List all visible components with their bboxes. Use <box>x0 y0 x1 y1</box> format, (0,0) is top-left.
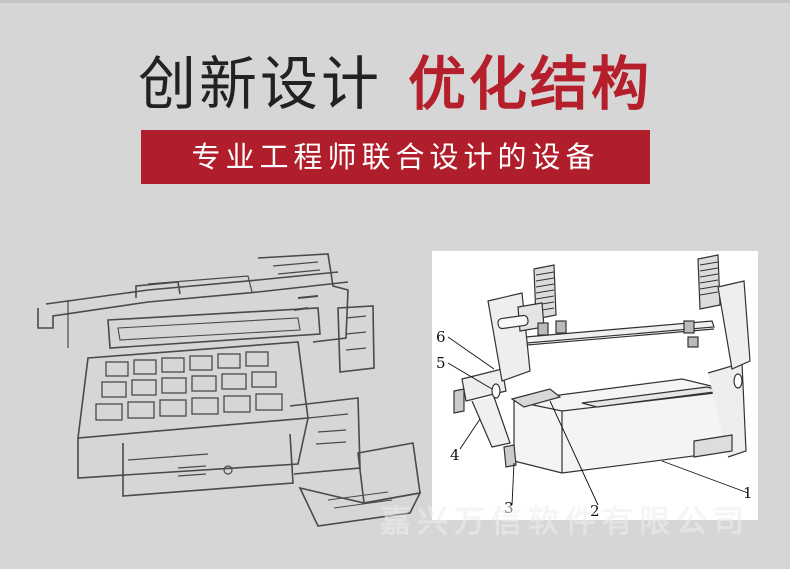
callout-label-4: 4 <box>450 446 460 464</box>
subtitle-banner: 专业工程师联合设计的设备 <box>141 130 650 184</box>
diagram-panel: 6 5 4 3 2 1 <box>432 251 758 520</box>
top-border-line <box>0 0 790 3</box>
callout-label-6: 6 <box>436 328 446 346</box>
callout-label-3: 3 <box>504 499 514 517</box>
callout-label-1: 1 <box>743 484 753 502</box>
mechanism-diagram <box>447 254 751 506</box>
headline-part-1: 创新设计 <box>137 50 382 118</box>
callout-label-5: 5 <box>436 354 446 372</box>
headline: 创新设计优化结构 <box>0 44 790 124</box>
company-watermark: 嘉兴万信软件有限公司 <box>380 504 750 540</box>
headline-part-2: 优化结构 <box>408 50 653 118</box>
machine-sketch-illustration <box>37 253 422 527</box>
callout-label-2: 2 <box>590 502 600 520</box>
banner-text: 专业工程师联合设计的设备 <box>191 140 600 174</box>
